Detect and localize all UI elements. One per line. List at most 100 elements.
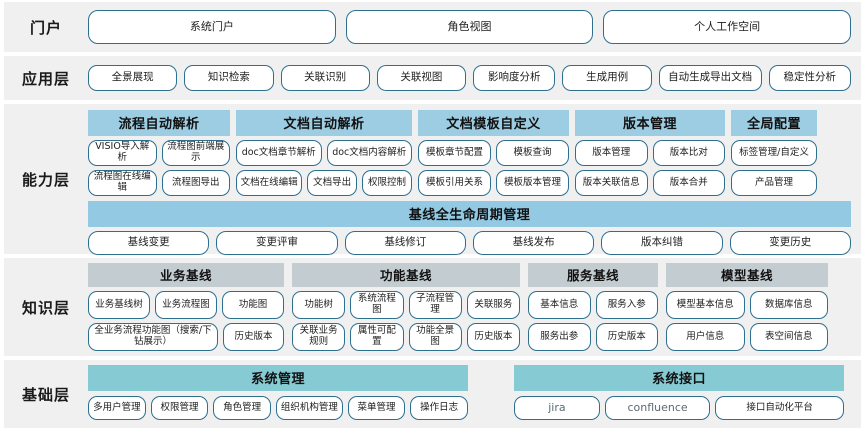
know-item-subflow-mgmt[interactable]: 子流程管理 <box>408 291 462 319</box>
app-item-5[interactable]: 生成用例 <box>562 65 652 91</box>
group-title-global: 全局配置 <box>731 110 817 136</box>
cap-item-version-merge[interactable]: 版本合并 <box>652 170 725 196</box>
base-item-jira[interactable]: jira <box>514 396 600 420</box>
know-item-service-basic-info[interactable]: 基本信息 <box>528 291 591 319</box>
base-item-permission-mgmt[interactable]: 权限管理 <box>150 396 209 420</box>
know-item-system-flow-chart[interactable]: 系统流程图 <box>350 291 404 319</box>
knowledge-group-business: 业务基线 业务基线树 业务流程图 功能图 全业务流程功能图（搜索/下钻展示） 历… <box>88 263 284 351</box>
portal-item-0[interactable]: 系统门户 <box>88 10 336 44</box>
group-title-doc: 文档自动解析 <box>236 110 412 136</box>
cap-item-doc-export[interactable]: 文档导出 <box>307 170 358 196</box>
cap-item-template-chapter-config[interactable]: 模板章节配置 <box>418 140 491 166</box>
portal-item-2[interactable]: 个人工作空间 <box>603 10 852 44</box>
cap-item-flow-export[interactable]: 流程图导出 <box>161 170 230 196</box>
knowledge-body: 业务基线 业务基线树 业务流程图 功能图 全业务流程功能图（搜索/下钻展示） 历… <box>88 258 861 356</box>
group-title-version: 版本管理 <box>575 110 725 136</box>
app-item-6[interactable]: 自动生成导出文档 <box>658 65 762 91</box>
layer-application: 应用层 全景展现 知识检索 关联识别 关联视图 影响度分析 生成用例 自动生成导… <box>4 56 861 100</box>
cap-item-doc-chapter-parse[interactable]: doc文档章节解析 <box>236 140 322 166</box>
app-item-4[interactable]: 影响度分析 <box>473 65 556 91</box>
cap-item-product-mgmt[interactable]: 产品管理 <box>731 170 817 196</box>
cap-item-doc-online-edit[interactable]: 文档在线编辑 <box>236 170 303 196</box>
know-item-function-panorama[interactable]: 功能全景图 <box>408 323 462 351</box>
foundation-body: 系统管理 多用户管理 权限管理 角色管理 组织机构管理 菜单管理 操作日志 系统… <box>88 360 861 428</box>
portal-body: 系统门户 角色视图 个人工作空间 <box>88 10 861 44</box>
cap-item-template-version-mgmt[interactable]: 模板版本管理 <box>496 170 569 196</box>
know-item-history-version-business[interactable]: 历史版本 <box>222 323 284 351</box>
know-item-history-version-service[interactable]: 历史版本 <box>595 323 658 351</box>
know-item-history-version-function[interactable]: 历史版本 <box>466 323 520 351</box>
group-title-system-mgmt: 系统管理 <box>88 365 468 391</box>
app-item-0[interactable]: 全景展现 <box>88 65 178 91</box>
base-item-menu-mgmt[interactable]: 菜单管理 <box>347 396 406 420</box>
app-item-1[interactable]: 知识检索 <box>184 65 274 91</box>
lifecycle-item-version-fix[interactable]: 版本纠错 <box>601 231 723 255</box>
layer-knowledge: 知识层 业务基线 业务基线树 业务流程图 功能图 全业务流程功能图（搜索/下钻展… <box>4 258 861 356</box>
capability-group-flow: 流程自动解析 VISIO导入解析 流程图前端展示 流程图在线编辑 流程图导出 <box>88 110 230 196</box>
know-item-service-input-param[interactable]: 服务入参 <box>595 291 658 319</box>
know-item-related-service[interactable]: 关联服务 <box>466 291 520 319</box>
group-rows-model: 模型基本信息 数据库信息 用户信息 表空间信息 <box>666 291 828 351</box>
cap-item-template-reference[interactable]: 模板引用关系 <box>418 170 491 196</box>
base-item-confluence[interactable]: confluence <box>604 396 711 420</box>
capability-lifecycle: 基线全生命周期管理 基线变更 变更评审 基线修订 基线发布 版本纠错 变更历史 <box>88 201 851 255</box>
group-title-template: 文档模板自定义 <box>418 110 569 136</box>
know-item-user-info[interactable]: 用户信息 <box>666 323 745 351</box>
base-item-operation-log[interactable]: 操作日志 <box>410 396 468 420</box>
layer-portal: 门户 系统门户 角色视图 个人工作空间 <box>4 2 861 52</box>
cap-item-visio-import[interactable]: VISIO导入解析 <box>88 140 157 166</box>
know-item-function-tree[interactable]: 功能树 <box>292 291 346 319</box>
cap-item-flow-frontend[interactable]: 流程图前端展示 <box>161 140 230 166</box>
lifecycle-item-baseline-change[interactable]: 基线变更 <box>88 231 210 255</box>
know-item-related-business-rule[interactable]: 关联业务规则 <box>292 323 346 351</box>
lifecycle-row: 基线变更 变更评审 基线修订 基线发布 版本纠错 变更历史 <box>88 231 851 255</box>
group-row: 产品管理 <box>731 170 817 196</box>
know-item-function-chart[interactable]: 功能图 <box>222 291 284 319</box>
lifecycle-item-baseline-revise[interactable]: 基线修订 <box>344 231 466 255</box>
know-item-business-flow-chart[interactable]: 业务流程图 <box>155 291 217 319</box>
app-item-7[interactable]: 稳定性分析 <box>768 65 852 91</box>
portal-item-1[interactable]: 角色视图 <box>345 10 594 44</box>
knowledge-group-service: 服务基线 基本信息 服务入参 服务出参 历史版本 <box>528 263 658 351</box>
app-item-3[interactable]: 关联视图 <box>376 65 466 91</box>
group-rows-doc: doc文档章节解析 doc文档内容解析 文档在线编辑 文档导出 权限控制 <box>236 140 413 196</box>
group-row: 标签管理/自定义 <box>731 140 817 166</box>
lifecycle-item-baseline-release[interactable]: 基线发布 <box>472 231 595 255</box>
cap-item-tag-mgmt[interactable]: 标签管理/自定义 <box>731 140 817 166</box>
lifecycle-item-change-review[interactable]: 变更评审 <box>216 231 338 255</box>
group-rows-service: 基本信息 服务入参 服务出参 历史版本 <box>528 291 658 351</box>
cap-item-template-query[interactable]: 模板查询 <box>496 140 569 166</box>
know-item-tablespace-info[interactable]: 表空间信息 <box>749 323 828 351</box>
group-row: 基本信息 服务入参 <box>528 291 658 319</box>
know-item-database-info[interactable]: 数据库信息 <box>749 291 828 319</box>
know-item-attribute-configurable[interactable]: 属性可配置 <box>350 323 404 351</box>
cap-item-version-mgmt[interactable]: 版本管理 <box>575 140 648 166</box>
group-row: 关联业务规则 属性可配置 功能全景图 历史版本 <box>292 323 520 351</box>
jira-logo: jira <box>548 400 566 414</box>
group-row: 流程图在线编辑 流程图导出 <box>88 170 230 196</box>
know-item-full-business-flow-chart[interactable]: 全业务流程功能图（搜索/下钻展示） <box>88 323 218 351</box>
app-item-2[interactable]: 关联识别 <box>280 65 370 91</box>
layer-label-foundation: 基础层 <box>21 385 70 404</box>
layer-label-application: 应用层 <box>21 69 70 88</box>
base-item-role-mgmt[interactable]: 角色管理 <box>213 396 272 420</box>
lifecycle-title: 基线全生命周期管理 <box>88 201 851 227</box>
cap-item-permission-control[interactable]: 权限控制 <box>362 170 413 196</box>
group-rows-function: 功能树 系统流程图 子流程管理 关联服务 关联业务规则 属性可配置 功能全景图 … <box>292 291 520 351</box>
group-title-function-baseline: 功能基线 <box>292 263 520 287</box>
group-rows-template: 模板章节配置 模板查询 模板引用关系 模板版本管理 <box>418 140 569 196</box>
base-item-api-automation-platform[interactable]: 接口自动化平台 <box>715 396 844 420</box>
know-item-model-basic-info[interactable]: 模型基本信息 <box>666 291 745 319</box>
cap-item-version-compare[interactable]: 版本比对 <box>652 140 725 166</box>
base-item-multi-user-mgmt[interactable]: 多用户管理 <box>88 396 146 420</box>
know-item-service-output-param[interactable]: 服务出参 <box>528 323 591 351</box>
base-item-org-mgmt[interactable]: 组织机构管理 <box>276 396 343 420</box>
lifecycle-item-change-history[interactable]: 变更历史 <box>729 231 851 255</box>
cap-item-flow-online-edit[interactable]: 流程图在线编辑 <box>88 170 157 196</box>
cap-item-doc-content-parse[interactable]: doc文档内容解析 <box>326 140 412 166</box>
know-item-business-baseline-tree[interactable]: 业务基线树 <box>88 291 150 319</box>
group-row: 文档在线编辑 文档导出 权限控制 <box>236 170 413 196</box>
cap-item-version-relation[interactable]: 版本关联信息 <box>575 170 648 196</box>
capability-group-version: 版本管理 版本管理 版本比对 版本关联信息 版本合并 <box>575 110 725 196</box>
